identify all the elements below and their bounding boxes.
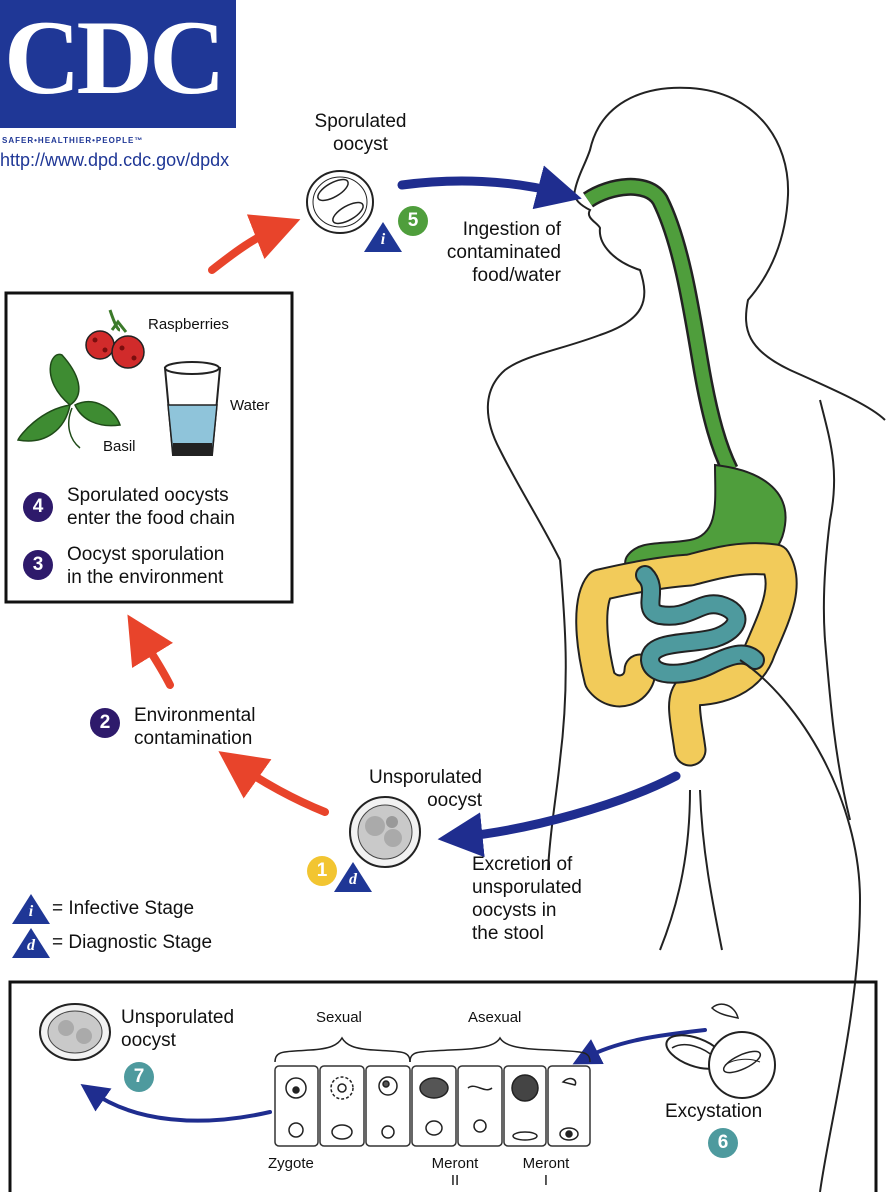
environment-arrows — [127, 214, 329, 816]
stage-5-badge: 5 — [398, 206, 428, 236]
stage-2-badge: 2 — [90, 708, 120, 738]
zygote-label: Zygote — [268, 1155, 314, 1172]
basil-label: Basil — [103, 438, 136, 455]
basil-image — [16, 353, 121, 449]
stage-4-badge: 4 — [23, 492, 53, 522]
sporulated-oocyst-label: Sporulated oocyst — [314, 111, 407, 155]
stage-braces — [274, 1036, 591, 1063]
zoom-line — [739, 659, 862, 1192]
cdc-url-link[interactable]: http://www.dpd.cdc.gov/dpdx — [0, 150, 230, 170]
legend-diagnostic-text: = Diagnostic Stage — [52, 932, 213, 953]
excystation-image — [665, 1003, 776, 1099]
sexual-label: Sexual — [316, 1009, 362, 1026]
asexual-label: Asexual — [468, 1009, 522, 1026]
legend-diagnostic-icon: d — [12, 928, 50, 958]
legend-infective-text: = Infective Stage — [52, 898, 195, 919]
meront-1-label: Meront I — [522, 1155, 570, 1189]
infective-stage-icon: i — [364, 222, 402, 252]
unsporulated-oocyst-image — [349, 796, 421, 868]
cdc-tagline: SAFER•HEALTHIER•PEOPLE™ — [2, 136, 144, 145]
stage-cells — [285, 1074, 579, 1141]
unsporulated-oocyst-label: Unsporulated oocyst — [368, 767, 482, 811]
water-label: Water — [230, 397, 270, 414]
diagnostic-stage-icon: d — [334, 862, 372, 892]
stage-5-text: Ingestion of contaminated food/water — [446, 219, 561, 286]
raspberries-image — [85, 309, 145, 369]
cdc-logo: CDC — [0, 0, 236, 128]
stage-6-badge: 6 — [708, 1128, 738, 1158]
small-intestine — [635, 565, 765, 684]
legend-infective-icon: i — [12, 894, 50, 924]
large-intestine — [575, 542, 798, 767]
stage-4-text: Sporulated oocysts enter the food chain — [67, 485, 235, 529]
unsporulated-oocyst-bottom-image — [39, 1003, 111, 1061]
stage-6-text: Excystation — [665, 1101, 763, 1122]
esophagus-stomach — [582, 177, 787, 575]
sporulated-oocyst-image — [306, 170, 374, 234]
environment-box — [4, 291, 294, 604]
cdc-logo-text: CDC — [4, 0, 226, 116]
stage-7-text: Unsporulated oocyst — [121, 1007, 235, 1051]
stage-7-badge: 7 — [124, 1062, 154, 1092]
excretion-text: Excretion of unsporulated oocysts in the… — [472, 854, 582, 944]
human-body-outline — [486, 86, 886, 951]
meront-2-label: Meront II — [431, 1155, 479, 1189]
host-arrows — [80, 165, 707, 1123]
stage-3-badge: 3 — [23, 550, 53, 580]
water-glass-image — [163, 361, 222, 456]
host-stages-panel — [8, 980, 878, 1192]
stage-1-badge: 1 — [307, 856, 337, 886]
stage-3-text: Oocyst sporulation in the environment — [67, 544, 225, 588]
raspberries-label: Raspberries — [148, 316, 229, 333]
stage-2-text: Environmental contamination — [134, 705, 256, 749]
